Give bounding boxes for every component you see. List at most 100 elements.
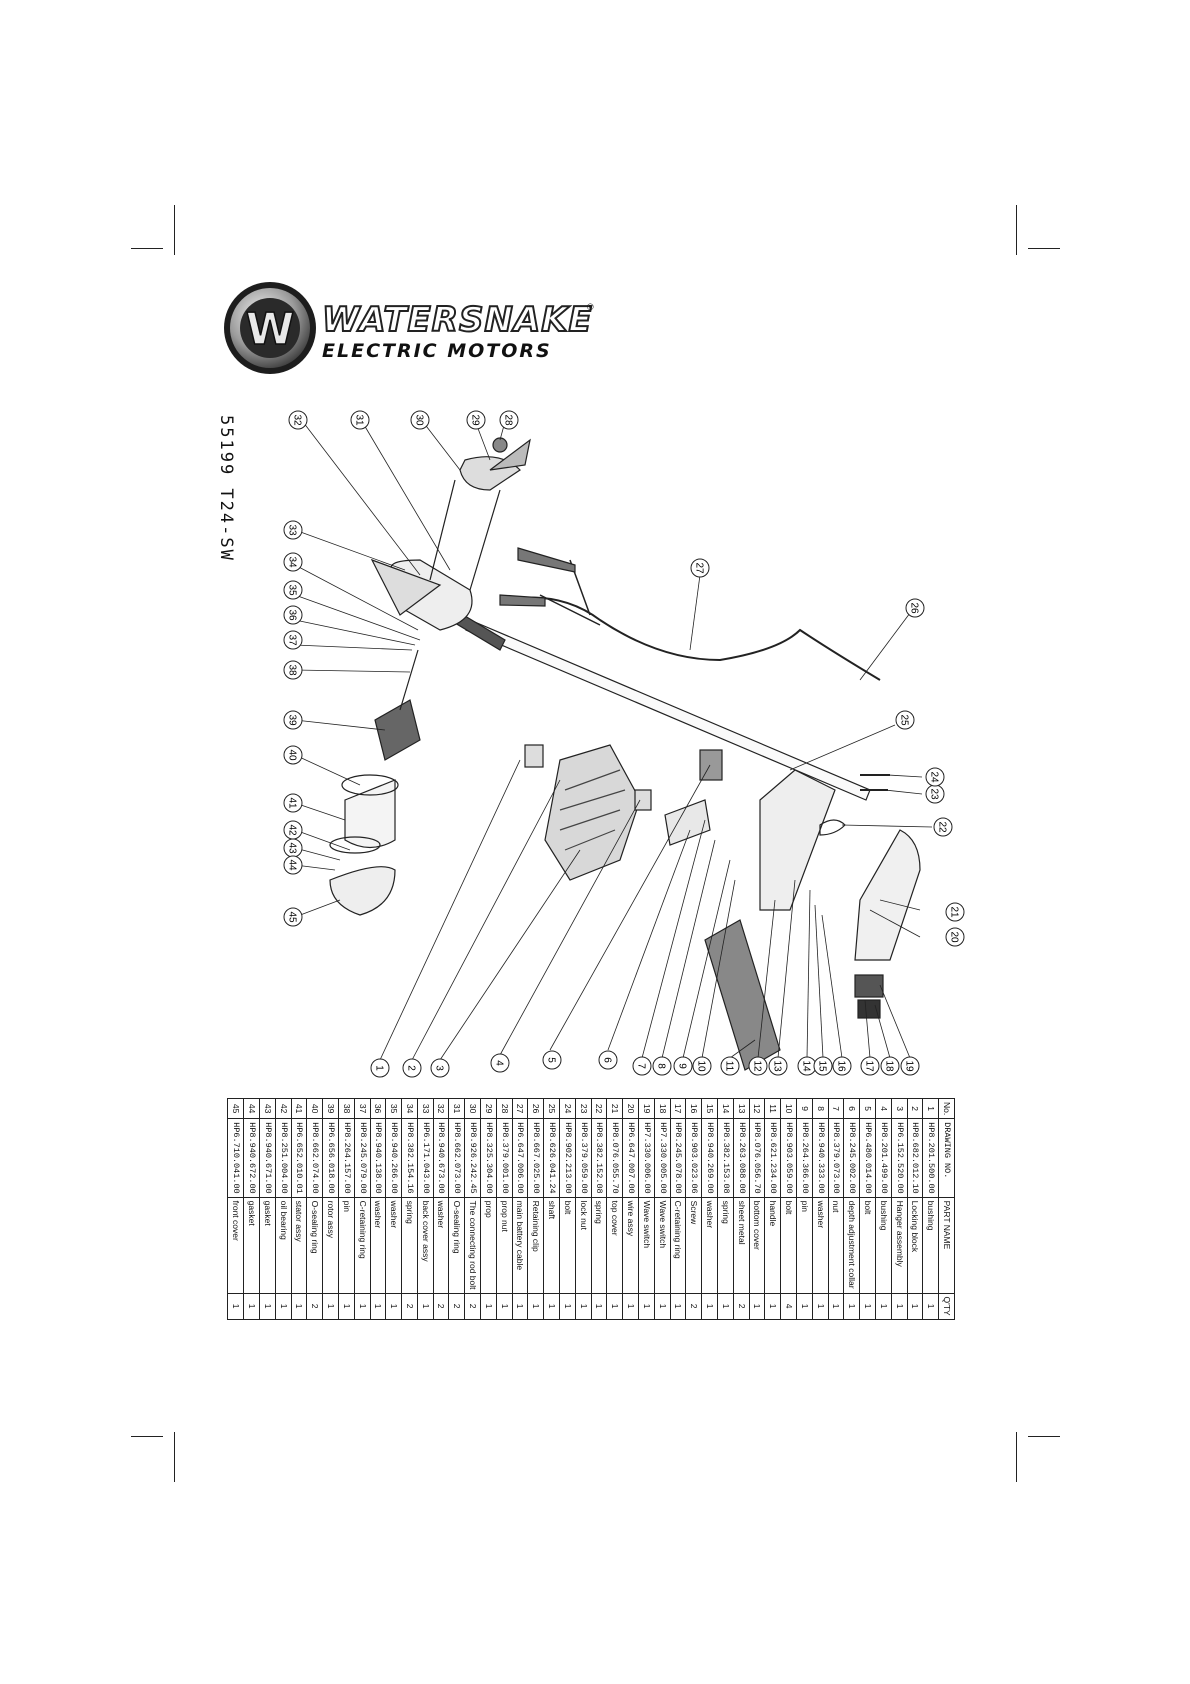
- header-no: No.: [938, 1098, 955, 1119]
- callout-number: 31: [354, 414, 365, 426]
- wave-switch: [854, 974, 884, 998]
- cell-drawing-no: HP6.710.041.00: [227, 1118, 244, 1198]
- cell-qty: 1: [543, 1293, 560, 1320]
- brand-subtitle: ELECTRIC MOTORS: [322, 340, 552, 362]
- cell-part-name: spring: [717, 1197, 734, 1293]
- callout-number: 13: [772, 1060, 783, 1072]
- cell-qty: 1: [322, 1293, 339, 1320]
- callout-23: 23: [925, 784, 945, 804]
- callout-circle: [283, 907, 303, 927]
- cell-part-name: depth adjustment collar: [843, 1197, 860, 1293]
- cell-no: 2: [907, 1098, 923, 1119]
- callout-5: 5: [542, 1050, 562, 1070]
- cell-drawing-no: HP8.626.041.24: [543, 1118, 560, 1198]
- callout-34: 34: [283, 552, 303, 572]
- rod: [429, 479, 456, 581]
- callout-number: 16: [836, 1060, 847, 1072]
- callout-4: 4: [490, 1053, 510, 1073]
- callout-number: 22: [937, 821, 948, 833]
- cell-part-name: gasket: [259, 1197, 276, 1293]
- cell-no: 24: [559, 1098, 576, 1119]
- callout-9: 9: [673, 1056, 693, 1076]
- callout-number: 27: [694, 562, 705, 574]
- spring: [819, 819, 846, 836]
- cell-drawing-no: HP8.245.079.00: [354, 1118, 371, 1198]
- callout-28: 28: [499, 410, 519, 430]
- wave-switch: [857, 999, 881, 1019]
- callout-number: 23: [929, 788, 940, 800]
- locking-knob: [699, 749, 723, 781]
- cell-no: 13: [733, 1098, 750, 1119]
- cell-no: 30: [464, 1098, 481, 1119]
- crop-mark: [131, 1436, 163, 1437]
- bushing: [634, 789, 652, 811]
- header-drawing-no: DRAWING NO.: [938, 1118, 955, 1198]
- cell-qty: 1: [749, 1293, 765, 1320]
- callout-number: 37: [287, 634, 298, 646]
- cell-drawing-no: HP8.903.059.00: [780, 1118, 797, 1198]
- table-header-row: No. DRAWING NO. PART NAME Q'TY: [938, 1098, 955, 1320]
- callout-20: 20: [945, 927, 965, 947]
- callout-circle: [283, 605, 303, 625]
- cell-qty: 1: [859, 1293, 876, 1320]
- shaft: [465, 619, 871, 801]
- clamp: [517, 547, 576, 573]
- callout-circle: [402, 1058, 422, 1078]
- cell-no: 14: [717, 1098, 734, 1119]
- callout-number: 36: [287, 609, 298, 621]
- cell-qty: 1: [812, 1293, 829, 1320]
- cell-drawing-no: HP6.480.014.00: [859, 1118, 876, 1198]
- callout-number: 41: [287, 797, 298, 809]
- cell-no: 25: [543, 1098, 560, 1119]
- cell-no: 31: [449, 1098, 465, 1119]
- callout-number: 14: [801, 1060, 812, 1072]
- callout-circle: [466, 410, 486, 430]
- callout-circle: [370, 1058, 390, 1078]
- cell-qty: 1: [701, 1293, 718, 1320]
- crop-mark: [1028, 1436, 1060, 1437]
- callout-number: 26: [909, 602, 920, 614]
- callout-25: 25: [895, 710, 915, 730]
- cell-part-name: wire assy: [622, 1197, 639, 1293]
- callout-number: 4: [494, 1060, 505, 1066]
- cell-drawing-no: HP8.379.073.00: [828, 1118, 844, 1198]
- cell-no: 33: [417, 1098, 434, 1119]
- cell-qty: 1: [843, 1293, 860, 1320]
- cell-part-name: top cover: [606, 1197, 623, 1293]
- callout-circle: [720, 1056, 740, 1076]
- cell-qty: 1: [275, 1293, 292, 1320]
- cell-part-name: back cover assy: [417, 1197, 434, 1293]
- cell-qty: 1: [796, 1293, 813, 1320]
- callout-circle: [283, 630, 303, 650]
- cell-qty: 4: [780, 1293, 797, 1320]
- callout-circle: [692, 1056, 712, 1076]
- cell-part-name: washer: [433, 1197, 449, 1293]
- cell-no: 23: [575, 1098, 592, 1119]
- callout-30: 30: [410, 410, 430, 430]
- crop-mark: [1028, 248, 1060, 249]
- callout-circle: [652, 1056, 672, 1076]
- cell-no: 22: [591, 1098, 607, 1119]
- cell-part-name: bolt: [559, 1197, 576, 1293]
- cell-part-name: bottom cover: [749, 1197, 765, 1293]
- callout-22: 22: [933, 817, 953, 837]
- cell-drawing-no: HP7.330.006.00: [638, 1118, 655, 1198]
- cell-part-name: O-sealing ring: [449, 1197, 465, 1293]
- cell-part-name: shaft: [543, 1197, 560, 1293]
- callout-42: 42: [283, 820, 303, 840]
- cell-no: 32: [433, 1098, 449, 1119]
- crop-mark: [1016, 205, 1017, 255]
- header-part-name: PART NAME: [938, 1197, 955, 1293]
- cell-part-name: lock nut: [575, 1197, 592, 1293]
- cell-drawing-no: HP8.621.234.00: [764, 1118, 781, 1198]
- cell-drawing-no: HP8.263.088.00: [733, 1118, 750, 1198]
